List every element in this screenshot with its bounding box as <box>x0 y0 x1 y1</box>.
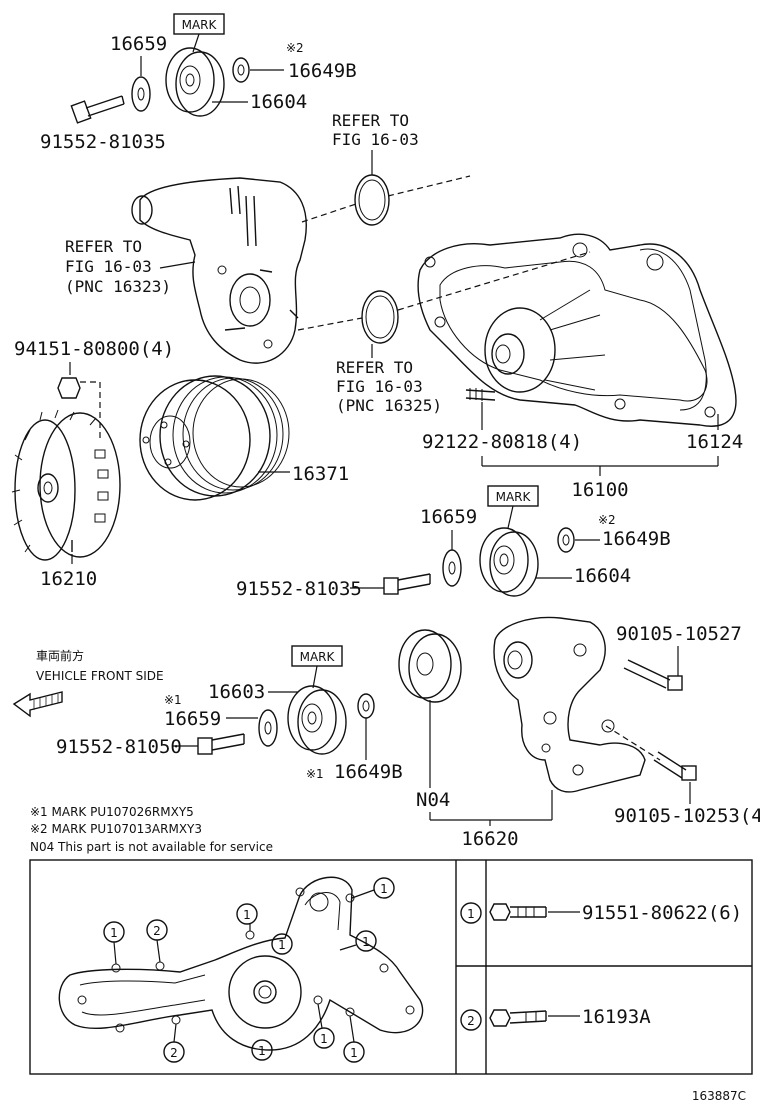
tensioner-pulley-icon <box>398 629 462 703</box>
part-16371[interactable]: 16371 <box>292 463 349 485</box>
water-pump-assembly <box>417 233 737 427</box>
part-N04[interactable]: N04 <box>416 789 450 811</box>
water-inlet-housing <box>131 177 307 364</box>
callout-circle <box>355 930 377 952</box>
part-94151-80800[interactable]: 94151-80800(4) <box>14 338 174 360</box>
note-marker: ※2 <box>286 41 304 55</box>
callout-circle <box>373 877 395 899</box>
crank-pulley-icon <box>139 375 290 501</box>
bolt-icon <box>489 903 547 921</box>
part-16100[interactable]: 16100 <box>571 479 628 501</box>
refer-text: (PNC 16325) <box>336 396 442 415</box>
bolt-icon <box>70 95 125 124</box>
note-1: ※1 MARK PU107026RMXY5 <box>30 805 194 819</box>
note-n04: N04 This part is not available for servi… <box>30 840 273 854</box>
callout-number: 1 <box>350 1046 358 1060</box>
callout-circle <box>236 903 258 925</box>
callout-number: 1 <box>380 882 388 896</box>
gasket-callout-circles: 1 2 1 1 1 1 2 1 1 1 <box>103 877 395 1063</box>
o-ring-icon <box>354 174 390 226</box>
bolt-icon <box>653 751 697 781</box>
mark-label: MARK <box>496 490 532 504</box>
arrow-left-icon <box>12 691 63 718</box>
refer-text: (PNC 16323) <box>65 277 171 296</box>
part-91551-80622[interactable]: 91551-80622(6) <box>582 902 742 924</box>
part-16659-low[interactable]: 16659 <box>164 708 221 730</box>
part-91552-81035-mid[interactable]: 91552-81035 <box>236 578 362 600</box>
refer-text: FIG 16-03 <box>332 130 419 149</box>
fan-clutch-icon <box>11 409 121 561</box>
callout-circle <box>313 1027 335 1049</box>
vehicle-front-jp: 車両前方 <box>36 648 84 663</box>
part-16620[interactable]: 16620 <box>461 828 518 850</box>
callout-number: 1 <box>110 926 118 940</box>
part-16649B-mid[interactable]: 16649B <box>602 528 671 550</box>
callout-number: 1 <box>258 1044 266 1058</box>
callout-circle <box>460 1009 482 1031</box>
idler-pulley-top-group: MARK 16659 ※2 16649B 16604 91552-81035 <box>40 13 357 153</box>
bolt-icon <box>489 1009 547 1027</box>
callout-number: 1 <box>278 938 286 952</box>
part-16649B-low[interactable]: 16649B <box>334 761 403 783</box>
part-16604[interactable]: 16604 <box>250 91 307 113</box>
o-ring-icon <box>361 290 399 344</box>
part-16193A[interactable]: 16193A <box>582 1006 651 1028</box>
washer-icon <box>131 76 151 112</box>
callout-circle <box>271 933 293 955</box>
callout-number: 2 <box>467 1014 475 1028</box>
idler-pulley-icon <box>287 685 347 755</box>
tensioner-bracket-icon <box>493 616 646 793</box>
part-90105-10527[interactable]: 90105-10527 <box>616 623 742 645</box>
callout-number: 1 <box>320 1032 328 1046</box>
part-16649B[interactable]: 16649B <box>288 60 357 82</box>
mark-label: MARK <box>300 650 336 664</box>
refer-text: FIG 16-03 <box>65 257 152 276</box>
refer-text: REFER TO <box>336 358 413 377</box>
part-92122-80818[interactable]: 92122-80818(4) <box>422 431 582 453</box>
bolt-icon <box>383 573 431 595</box>
vehicle-front-en: VEHICLE FRONT SIDE <box>36 669 164 683</box>
callout-number: 2 <box>170 1046 178 1060</box>
callout-number: 1 <box>467 907 475 921</box>
refer-text: REFER TO <box>65 237 142 256</box>
washer-icon <box>232 57 250 83</box>
washer-icon <box>442 549 462 587</box>
note-marker: ※1 <box>306 767 324 781</box>
callout-circle <box>460 902 482 924</box>
callout-number: 2 <box>153 924 161 938</box>
part-90105-10253[interactable]: 90105-10253(4) <box>614 805 760 827</box>
refer-text: FIG 16-03 <box>336 377 423 396</box>
part-16124[interactable]: 16124 <box>686 431 743 453</box>
callout-circle <box>251 1039 273 1061</box>
part-91552-81050[interactable]: 91552-81050 <box>56 736 182 758</box>
callout-number: 1 <box>362 935 370 949</box>
part-16604-mid[interactable]: 16604 <box>574 565 631 587</box>
nut-icon <box>57 377 81 399</box>
washer-icon <box>557 527 575 553</box>
idler-pulley-icon <box>165 47 225 117</box>
bolt-icon <box>623 659 683 691</box>
diagram-id: 163887C <box>692 1089 746 1103</box>
part-16603[interactable]: 16603 <box>208 681 265 703</box>
gasket-bolt-pattern <box>58 876 424 1051</box>
mark-label: MARK <box>182 18 218 32</box>
legend-row-1: 1 91551-80622(6) <box>460 902 742 924</box>
part-16659-mid[interactable]: 16659 <box>420 506 477 528</box>
legend-row-2: 2 16193A <box>460 1006 651 1031</box>
washer-icon <box>357 693 375 719</box>
refer-text: REFER TO <box>332 111 409 130</box>
note-2: ※2 MARK PU107013ARMXY3 <box>30 822 202 836</box>
callout-number: 1 <box>243 908 251 922</box>
part-16659[interactable]: 16659 <box>110 33 167 55</box>
idler-pulley-icon <box>479 527 539 597</box>
note-marker: ※2 <box>598 513 616 527</box>
part-91552-81035[interactable]: 91552-81035 <box>40 131 166 153</box>
inset-frame <box>29 859 753 1075</box>
note-marker: ※1 <box>164 693 182 707</box>
bolt-icon <box>197 733 245 755</box>
washer-icon <box>258 709 278 747</box>
part-16210[interactable]: 16210 <box>40 568 97 590</box>
